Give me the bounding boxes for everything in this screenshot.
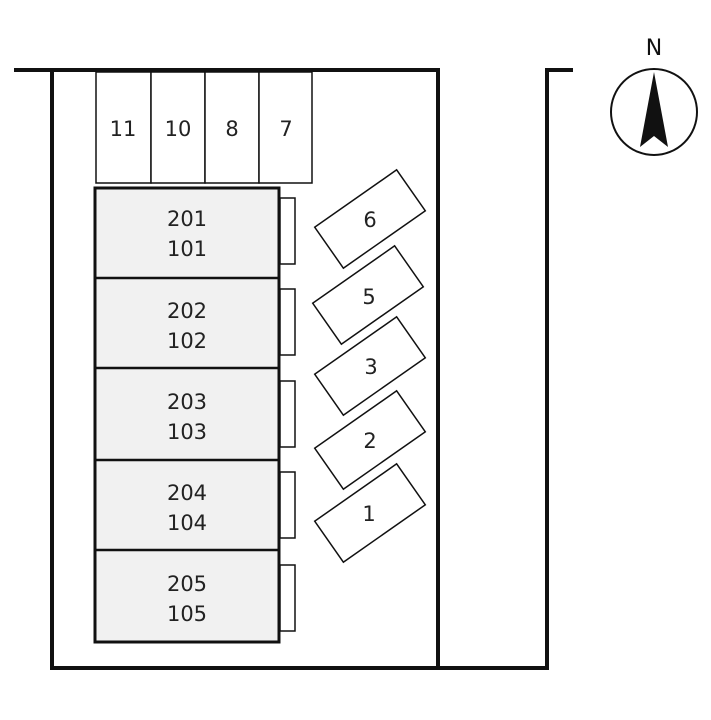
parking-space-7 [258,71,313,184]
unit-lower-label: 101 [167,237,207,261]
parking-label: 10 [165,117,192,141]
unit-lower-label: 103 [167,420,207,444]
parking-label: 8 [225,117,238,141]
parking-label: 3 [364,355,377,379]
parking-space-1 [313,462,427,564]
parking-label: 1 [362,502,375,526]
compass: N [610,36,698,156]
unit-upper-label: 201 [167,207,207,231]
building-outline [93,186,281,644]
parking-space-3 [313,315,427,417]
parking-label: 6 [363,208,376,232]
parking-space-5 [311,244,425,346]
compass-north-label: N [646,36,662,61]
parking-space-6 [313,168,427,270]
parking-label: 5 [362,285,375,309]
parking-diagonal: 6 5 3 2 1 [311,168,427,564]
parking-space-2 [313,389,427,491]
parking-space-8 [204,71,260,184]
north-arrow-icon [640,72,668,147]
unit-lower-label: 105 [167,602,207,626]
unit-upper-label: 202 [167,299,207,323]
parking-top-row: 11 10 8 7 [95,71,313,184]
parking-space-10 [150,71,206,184]
unit-upper-label: 205 [167,572,207,596]
parking-label: 2 [363,429,376,453]
property-boundary [14,68,573,670]
parking-label: 7 [279,117,292,141]
unit-lower-label: 102 [167,329,207,353]
porches [279,197,296,632]
building: 201 101 202 102 203 103 204 104 205 105 [93,186,281,644]
unit-lower-label: 104 [167,511,207,535]
unit-upper-label: 204 [167,481,207,505]
parking-label: 11 [110,117,137,141]
unit-upper-label: 203 [167,390,207,414]
parking-space-11 [95,71,152,184]
